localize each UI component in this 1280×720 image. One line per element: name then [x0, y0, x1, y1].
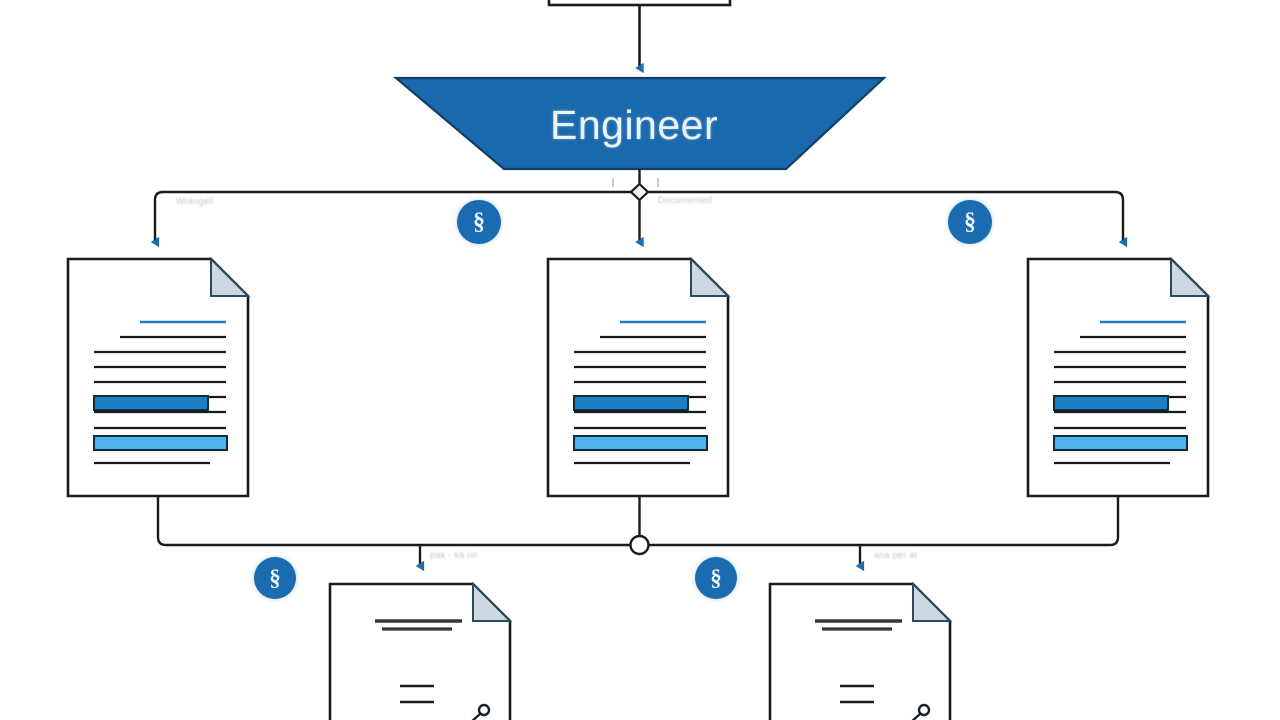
edge-label-left: Wrangell [176, 196, 214, 206]
junction-diamond-shape [629, 182, 650, 202]
edge-label-center: Documented [658, 195, 713, 205]
badge-icon-left-bottom[interactable]: § [254, 557, 296, 599]
engineer-shape [392, 76, 887, 171]
key-icon-bottom-right-shape [911, 703, 931, 720]
section-icon: § [964, 208, 976, 235]
edge-label-bottom-right: ana per al [874, 550, 918, 560]
document-bottom-right-shape [768, 581, 953, 720]
badge-icon-right-bottom[interactable]: § [695, 557, 737, 599]
section-icon: § [269, 565, 281, 590]
badge-icon-left-top[interactable]: § [457, 200, 501, 244]
bus-top-right [647, 190, 1128, 248]
bus-top-left [150, 190, 632, 248]
document-center-shape [546, 256, 731, 498]
section-icon: § [473, 208, 485, 235]
badge-icon-right-top[interactable]: § [948, 200, 992, 244]
doc-right-down [648, 496, 1120, 547]
top-box-shape [547, 0, 732, 7]
key-icon-bottom-left-shape [471, 703, 491, 720]
edge-label-bottom-left: pak - ka nil [430, 550, 478, 560]
document-right-shape [1026, 256, 1211, 498]
document-left-shape [66, 256, 251, 498]
document-bottom-left-shape [328, 581, 513, 720]
doc-left-down [156, 496, 631, 547]
junction-circle-shape [629, 534, 650, 556]
section-icon: § [710, 565, 722, 590]
